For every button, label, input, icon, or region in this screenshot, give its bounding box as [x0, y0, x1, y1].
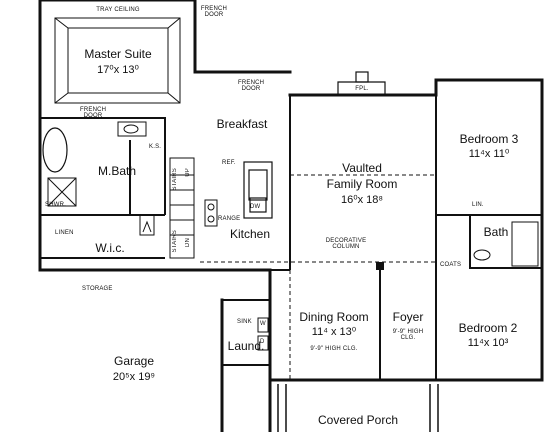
- dining-room-label: Dining Room: [299, 310, 369, 324]
- sink-label: SINK: [237, 319, 252, 325]
- covered-porch-label: Covered Porch: [317, 413, 399, 427]
- family-room-label: Family Room: [326, 177, 398, 191]
- master-suite-dimensions: 17⁰x 13⁰: [97, 64, 139, 76]
- storage-label: STORAGE: [82, 286, 113, 292]
- range: [204, 199, 218, 227]
- toilet-mbath: [139, 214, 155, 236]
- coats-label: COATS: [440, 262, 462, 268]
- porch-columns: [277, 384, 439, 432]
- bedroom3-dimensions: 11⁴x 11⁰: [468, 148, 510, 160]
- ref-label: REF.: [222, 160, 236, 166]
- laundry-label: Laund.: [227, 339, 265, 353]
- stairs-up-label: STAIRS: [172, 168, 178, 191]
- vanity-mbath: [117, 121, 147, 137]
- decorative-column-label: DECORATIVE COLUMN: [325, 238, 367, 250]
- kitchen-island: [243, 161, 273, 219]
- bathtub-hall: [511, 221, 539, 267]
- dishwasher-label: DW: [250, 204, 261, 210]
- master-suite-label: Master Suite: [84, 47, 152, 61]
- garage-dimensions: 20⁵x 19⁹: [112, 371, 156, 383]
- bedroom2-label: Bedroom 2: [458, 321, 518, 335]
- right-exterior-wall: [434, 78, 544, 382]
- linen-label: LINEN: [55, 230, 74, 236]
- bedroom2-dimensions: 11⁴x 10³: [467, 337, 509, 349]
- tray-ceiling: [54, 17, 181, 104]
- washer-dryer: [257, 317, 269, 351]
- down-label: DN: [185, 238, 191, 248]
- dining-ceiling-label: 9'-9" HIGH CLG.: [310, 346, 358, 352]
- shower: [47, 177, 77, 207]
- range-label: RANGE: [218, 216, 241, 222]
- washer-label: W: [260, 321, 266, 327]
- up-label: UP: [185, 168, 191, 177]
- master-east-wall: [193, 0, 292, 74]
- dashed-lines: [200, 174, 436, 380]
- breakfast-label: Breakfast: [216, 117, 268, 131]
- dining-room-dimensions: 11⁴ x 13⁰: [311, 326, 357, 338]
- french-door-mbath-label: FRENCH DOOR: [80, 107, 107, 119]
- sink-hall: [473, 249, 491, 261]
- dryer-label: D: [260, 339, 265, 345]
- garage-label: Garage: [113, 354, 155, 368]
- family-room-dimensions: 16⁰x 18⁸: [340, 194, 384, 206]
- kitchen-label: Kitchen: [229, 227, 271, 241]
- stairs-down-label: STAIRS: [172, 230, 178, 253]
- tray-ceiling-label: TRAY CEILING: [96, 7, 140, 13]
- vaulted-label: Vaulted: [342, 161, 382, 175]
- foyer-label: Foyer: [392, 310, 424, 324]
- master-south-wall: [40, 117, 166, 215]
- french-door-top-label: FRENCH DOOR: [200, 6, 228, 18]
- shower-label: SHWR.: [45, 202, 66, 208]
- foyer-ceiling-label: 9'-9" HIGH CLG.: [392, 329, 424, 341]
- bedroom3-label: Bedroom 3: [459, 132, 519, 146]
- bath-label: Bath: [483, 225, 509, 239]
- decorative-column: [376, 262, 384, 270]
- wic-label: W.i.c.: [95, 241, 125, 255]
- mbath-label: M.Bath: [97, 164, 137, 178]
- bathtub: [42, 127, 68, 173]
- fireplace: [337, 71, 386, 95]
- french-door-breakfast-label: FRENCH DOOR: [238, 80, 265, 92]
- stairs: [169, 157, 195, 259]
- fireplace-label: FPL.: [355, 86, 369, 92]
- ks-label: K.S.: [149, 144, 162, 150]
- laundry-walls: [222, 299, 270, 366]
- bath-wall: [469, 215, 542, 269]
- linen-closet-label: LIN.: [472, 202, 484, 208]
